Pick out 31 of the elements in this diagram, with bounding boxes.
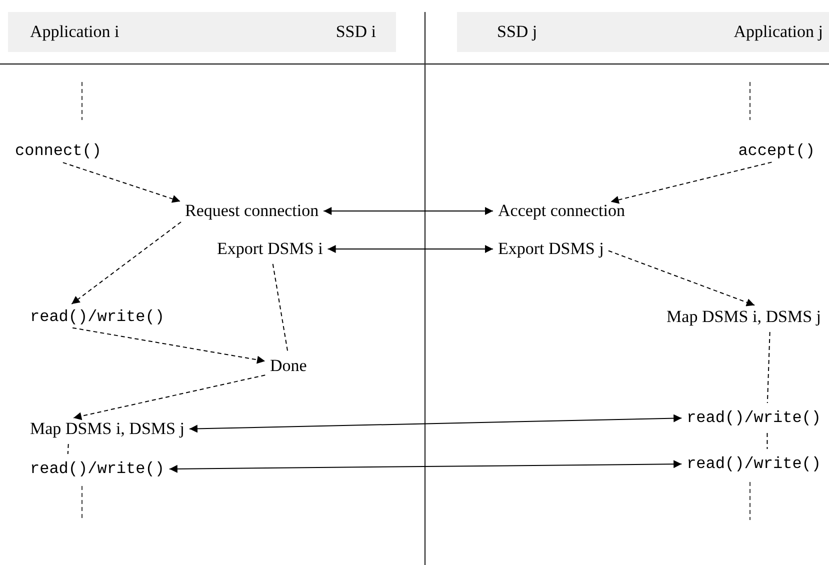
function-call-label: connect()	[15, 141, 102, 161]
lifeline	[766, 432, 768, 450]
arrow	[323, 207, 494, 215]
step-label: Map DSMS i, DSMS j	[30, 419, 184, 439]
step-label: Done	[270, 356, 307, 376]
arrow	[188, 414, 682, 433]
header-label: Application j	[734, 22, 823, 42]
arrow	[71, 222, 182, 304]
step-label: Export DSMS i	[217, 239, 323, 259]
step-label: Request connection	[185, 201, 319, 221]
step-label: Export DSMS j	[498, 239, 604, 259]
step-label: Accept connection	[498, 201, 625, 221]
step-label: Map DSMS i, DSMS j	[666, 307, 821, 327]
function-call-label: read()/write()	[686, 454, 821, 474]
lifeline	[766, 332, 770, 404]
header-label: SSD j	[497, 22, 538, 42]
arrow	[327, 245, 494, 253]
function-call-label: read()/write()	[686, 408, 821, 428]
function-call-label: read()/write()	[30, 307, 164, 327]
lifeline	[67, 444, 69, 454]
arrow	[72, 327, 266, 364]
arrow	[608, 250, 756, 306]
lifeline	[272, 263, 288, 352]
function-call-label: accept()	[738, 141, 815, 161]
arrow	[610, 162, 772, 204]
arrow	[168, 460, 682, 473]
header-label: Application i	[30, 22, 120, 42]
arrow	[62, 162, 181, 203]
function-call-label: read()/write()	[30, 459, 164, 479]
arrow	[73, 374, 266, 420]
header-label: SSD i	[336, 22, 376, 42]
